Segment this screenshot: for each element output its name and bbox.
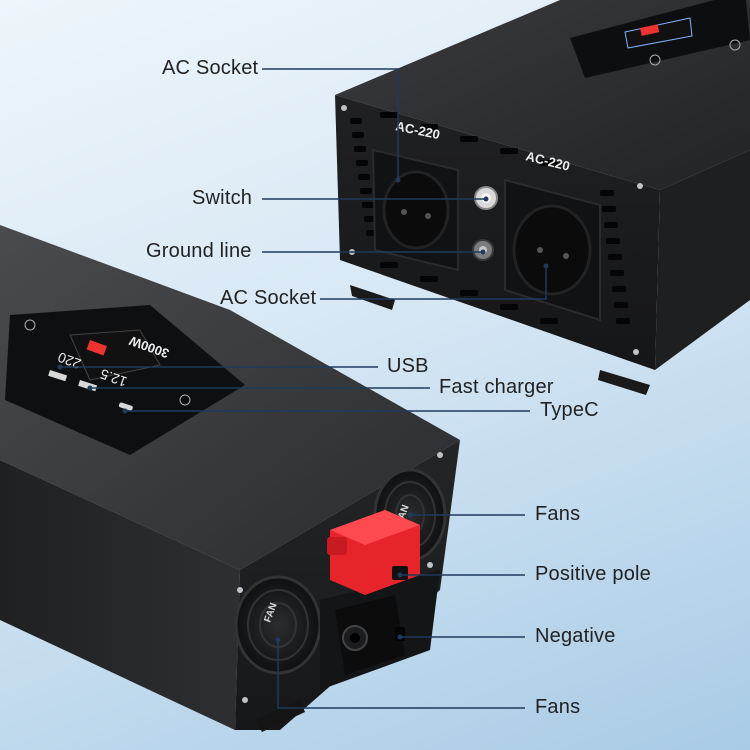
negative-terminal (335, 595, 405, 675)
leader-dot-fans-top (407, 512, 413, 518)
callout-fast-charger: Fast charger (439, 376, 554, 398)
leader-fans-bottom (277, 640, 525, 709)
leader-dot-fans-bottom (275, 637, 281, 643)
top-ac-socket-left (371, 148, 459, 272)
leader-dot-switch (483, 196, 489, 202)
callout-negative: Negative (535, 625, 616, 647)
top-inverter-screws (341, 105, 643, 355)
top-foot-right (598, 370, 650, 395)
bottom-inverter-side (0, 460, 240, 730)
leader-dot-negative (397, 634, 403, 640)
top-inverter-vents (350, 112, 630, 324)
usb-port (48, 370, 68, 382)
callout-ac-socket-bottom: AC Socket (220, 287, 317, 309)
leader-dot-usb (57, 364, 63, 370)
callout-typec: TypeC (540, 399, 599, 421)
callout-ground-line: Ground line (146, 240, 252, 262)
callout-switch: Switch (192, 187, 253, 209)
callout-fans-bottom: Fans (535, 696, 581, 718)
leader-dot-typec (122, 408, 128, 414)
leader-dot-ac-socket-top (395, 177, 401, 183)
top-inverter-side (655, 150, 750, 370)
top-foot-left (350, 285, 395, 310)
leader-dot-fast-charger (87, 385, 93, 391)
leader-ac-socket-top (262, 68, 399, 180)
leader-dot-positive-pole (397, 572, 403, 578)
top-inverter: AC-220 AC-220 (335, 0, 750, 395)
leader-dot-ground-line (480, 249, 486, 255)
callout-leader-lines (57, 68, 549, 709)
leader-ac-socket-bottom (320, 266, 547, 300)
callout-usb: USB (387, 355, 429, 377)
panel-button (179, 394, 191, 406)
callout-ac-socket-top: AC Socket (162, 57, 259, 79)
leader-dot-ac-socket-bottom (543, 263, 549, 269)
callout-fans-top: Fans (535, 503, 581, 525)
top-ac-socket-right (504, 178, 601, 322)
typec-port (118, 402, 133, 411)
top-inverter-display (570, 0, 750, 78)
bottom-inverter-screws (237, 452, 443, 703)
bottom-inverter: 220 12.5 3000W FAN FAN (0, 225, 460, 732)
positive-terminal (327, 510, 420, 595)
panel-button-2 (24, 319, 36, 331)
callout-positive-pole: Positive pole (535, 563, 651, 585)
